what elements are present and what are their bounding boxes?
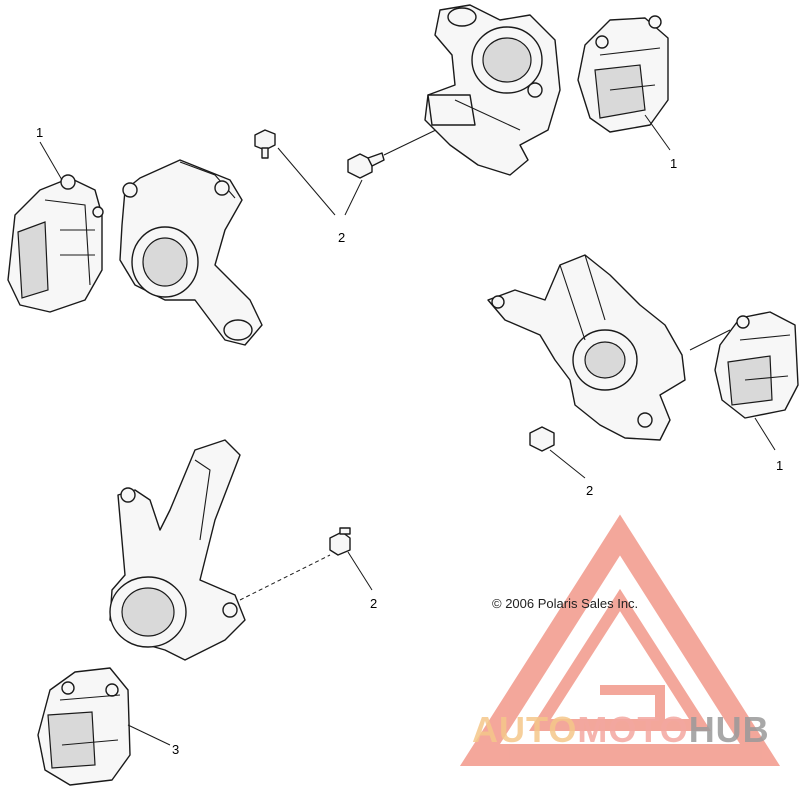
callout-2-top: 2 — [338, 230, 345, 245]
knuckle-bottom — [109, 439, 246, 661]
bolt-top-left — [254, 129, 276, 159]
watermark-text-moto: MOTO — [577, 709, 688, 750]
knuckle-top-left — [119, 159, 263, 346]
callout-1-top-right: 1 — [670, 156, 677, 171]
caliper-mid-right — [714, 311, 799, 419]
caliper-top-right — [577, 15, 669, 133]
knuckle-mid-right — [487, 254, 686, 441]
watermark-text-auto: AUTO — [472, 709, 577, 750]
callout-1-mid-right: 1 — [776, 458, 783, 473]
copyright-text: © 2006 Polaris Sales Inc. — [492, 596, 638, 611]
bolt-top-center — [347, 152, 385, 179]
callout-1-top-left: 1 — [36, 125, 43, 140]
callout-2-mid-right: 2 — [586, 483, 593, 498]
callout-2-bottom: 2 — [370, 596, 377, 611]
caliper-bottom-left — [37, 667, 131, 786]
watermark-text: AUTOMOTOHUB — [472, 709, 770, 750]
watermark-text-hub: HUB — [689, 709, 770, 750]
bolt-bottom — [329, 527, 351, 556]
knuckle-top-center — [424, 4, 561, 176]
bolt-mid-right — [529, 426, 555, 452]
caliper-top-left — [7, 174, 104, 313]
callout-3-bottom-left: 3 — [172, 742, 179, 757]
watermark-logo — [459, 514, 781, 766]
